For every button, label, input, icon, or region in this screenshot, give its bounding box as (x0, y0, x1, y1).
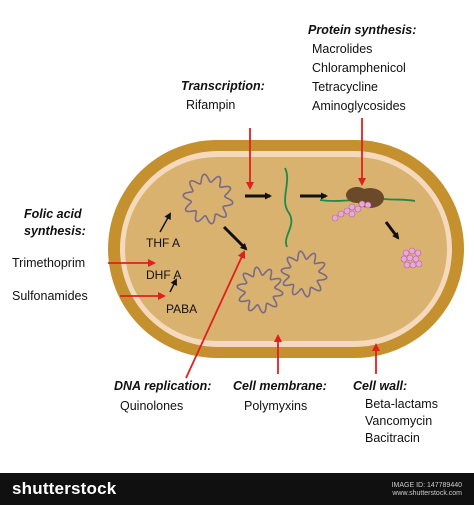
drug-chloramphenicol: Chloramphenicol (312, 61, 406, 75)
pathway-paba: PABA (166, 302, 198, 316)
drug-polymyxins: Polymyxins (244, 399, 308, 413)
drug-trimethoprim: Trimethoprim (12, 256, 86, 270)
drug-tetracycline: Tetracycline (312, 80, 378, 94)
cell-membrane-heading: Cell membrane: (233, 379, 327, 393)
transcription-heading: Transcription: (181, 79, 265, 93)
image-id: IMAGE ID: 147789440 www.shutterstock.com (392, 482, 462, 498)
process-arrow (222, 225, 248, 251)
image-id-label: IMAGE ID: 147789440 (391, 482, 462, 489)
process-arrow (159, 212, 171, 233)
site-url: www.shutterstock.com (392, 490, 462, 497)
pathway-thf: THF A (146, 236, 181, 250)
dna-replication-heading: DNA replication: (114, 379, 212, 393)
dna-ring (280, 250, 328, 298)
drug-beta-lactams: Beta-lactams (365, 397, 438, 411)
cell-wall-heading: Cell wall: (353, 379, 408, 393)
protein-chain (331, 200, 372, 222)
drug-aminoglycosides: Aminoglycosides (312, 99, 406, 113)
process-arrow (384, 221, 400, 240)
folic-acid-heading-line1: Folic acid (24, 207, 82, 221)
dna-ring (236, 266, 284, 314)
footer-bar: shutterstock IMAGE ID: 147789440 www.shu… (0, 473, 474, 505)
drug-quinolones: Quinolones (120, 399, 184, 413)
folded-protein (400, 247, 423, 269)
dna-ring (182, 173, 234, 225)
drug-macrolides: Macrolides (312, 42, 373, 56)
bacterial-cell-diagram (108, 118, 464, 379)
protein-synthesis-heading: Protein synthesis: (308, 23, 417, 37)
folic-acid-heading-line2: synthesis: (24, 224, 86, 238)
shutterstock-logo: shutterstock (12, 479, 117, 498)
drug-vancomycin: Vancomycin (365, 414, 433, 428)
drug-rifampin: Rifampin (186, 98, 236, 112)
target-arrow-quinolones (185, 250, 246, 379)
process-arrow (169, 278, 177, 293)
mrna-strand (284, 167, 293, 248)
drug-bacitracin: Bacitracin (365, 431, 420, 445)
drug-sulfonamides: Sulfonamides (12, 289, 88, 303)
pathway-dhf: DHF A (146, 268, 182, 282)
